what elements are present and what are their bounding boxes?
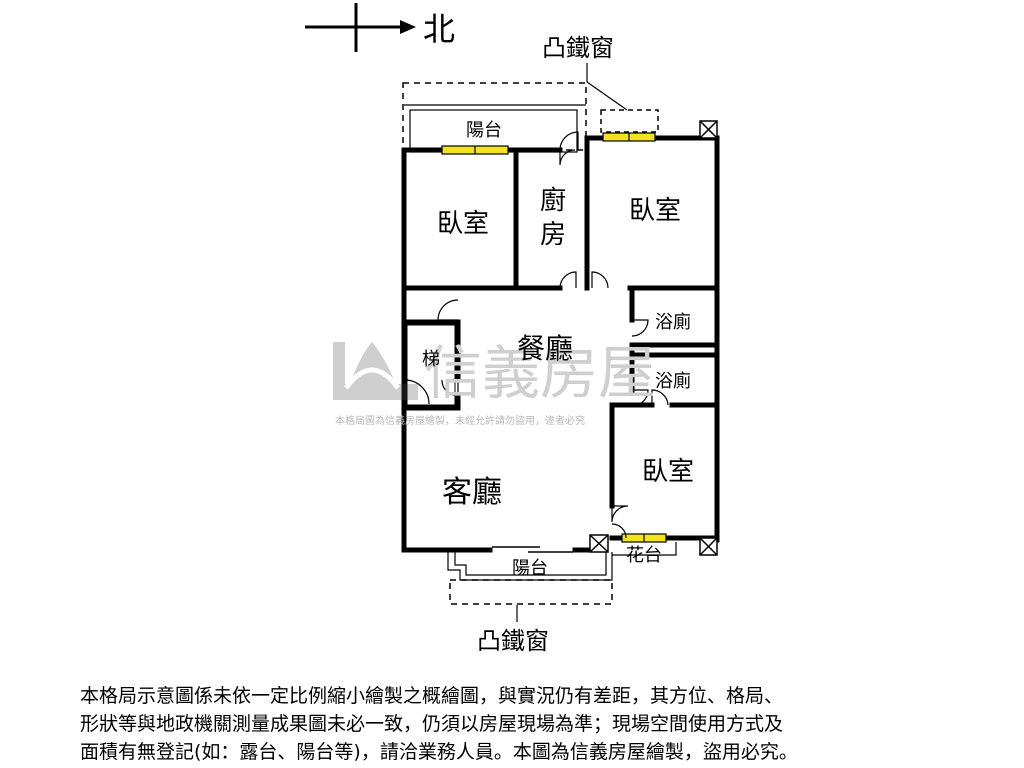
stairs-label: 梯 xyxy=(422,349,440,370)
bay-window-bottom-label: 凸鐵窗 xyxy=(477,627,549,655)
bedroom-se-label: 臥室 xyxy=(642,457,694,487)
dining-label: 餐廳 xyxy=(517,332,573,365)
disclaimer-line-2: 形狀等與地政機關測量成果圖未必一致，仍須以房屋現場為準；現場空間使用方式及 xyxy=(80,713,784,735)
disclaimer-line-1: 本格局示意圖係未依一定比例縮小繪製之概繪圖，與實況仍有差距，其方位、格局、 xyxy=(80,685,784,707)
watermark-notice: 本格局圖為信義房屋繪製，未經允許請勿盜用，違者必究 xyxy=(335,414,585,427)
north-label: 北 xyxy=(423,10,455,48)
bath-1-label: 浴廁 xyxy=(655,311,691,333)
planter-label: 花台 xyxy=(626,545,662,566)
balcony-bottom-label: 陽台 xyxy=(512,558,548,579)
bedroom-ne-label: 臥室 xyxy=(629,196,681,226)
bath-2-label: 浴廁 xyxy=(655,370,691,392)
disclaimer-line-3: 面積有無登記(如：露台、陽台等)，請洽業務人員。本圖為信義房屋繪製，盜用必究。 xyxy=(80,741,798,763)
watermark-brand: 信義房屋 xyxy=(424,339,656,407)
floor-plan: 北 凸鐵窗 xyxy=(305,3,720,655)
north-arrow-icon xyxy=(305,3,416,52)
kitchen-label-1: 廚 xyxy=(540,186,566,216)
brand-watermark-logo xyxy=(333,342,418,400)
bay-window-top-label: 凸鐵窗 xyxy=(542,34,614,62)
balcony-top-label: 陽台 xyxy=(466,120,502,141)
bedroom-nw-label: 臥室 xyxy=(437,209,489,239)
kitchen-label-2: 房 xyxy=(540,220,566,250)
living-label: 客廳 xyxy=(442,475,502,510)
disclaimer-text: 本格局示意圖係未依一定比例縮小繪製之概繪圖，與實況仍有差距，其方位、格局、 形狀… xyxy=(80,682,980,766)
